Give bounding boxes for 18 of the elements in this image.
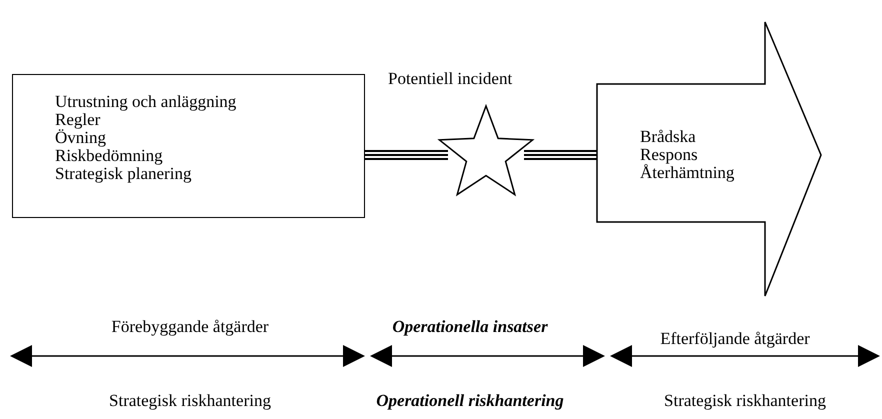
star-heading: Potentiell incident: [388, 70, 512, 88]
list-item: Utrustning och anläggning: [55, 93, 236, 111]
list-item: Riskbedömning: [55, 147, 164, 165]
phase-label: Operationella insatser: [392, 318, 548, 336]
list-item: Återhämtning: [640, 164, 734, 182]
management-label: Operationell riskhantering: [376, 392, 564, 410]
triple-line-connector: [523, 150, 598, 160]
list-item: Strategisk planering: [55, 165, 192, 183]
phase-label: Efterföljande åtgärder: [660, 330, 810, 348]
list-item: Brådska: [640, 128, 697, 146]
management-label: Strategisk riskhantering: [664, 392, 826, 410]
list-item: Respons: [640, 146, 699, 164]
management-label: Strategisk riskhantering: [109, 392, 271, 410]
list-item: Övning: [55, 129, 107, 147]
list-item: Regler: [55, 111, 100, 129]
triple-line-connector: [364, 150, 449, 160]
text-box: [12, 74, 365, 218]
phase-label: Förebyggande åtgärder: [111, 318, 269, 336]
